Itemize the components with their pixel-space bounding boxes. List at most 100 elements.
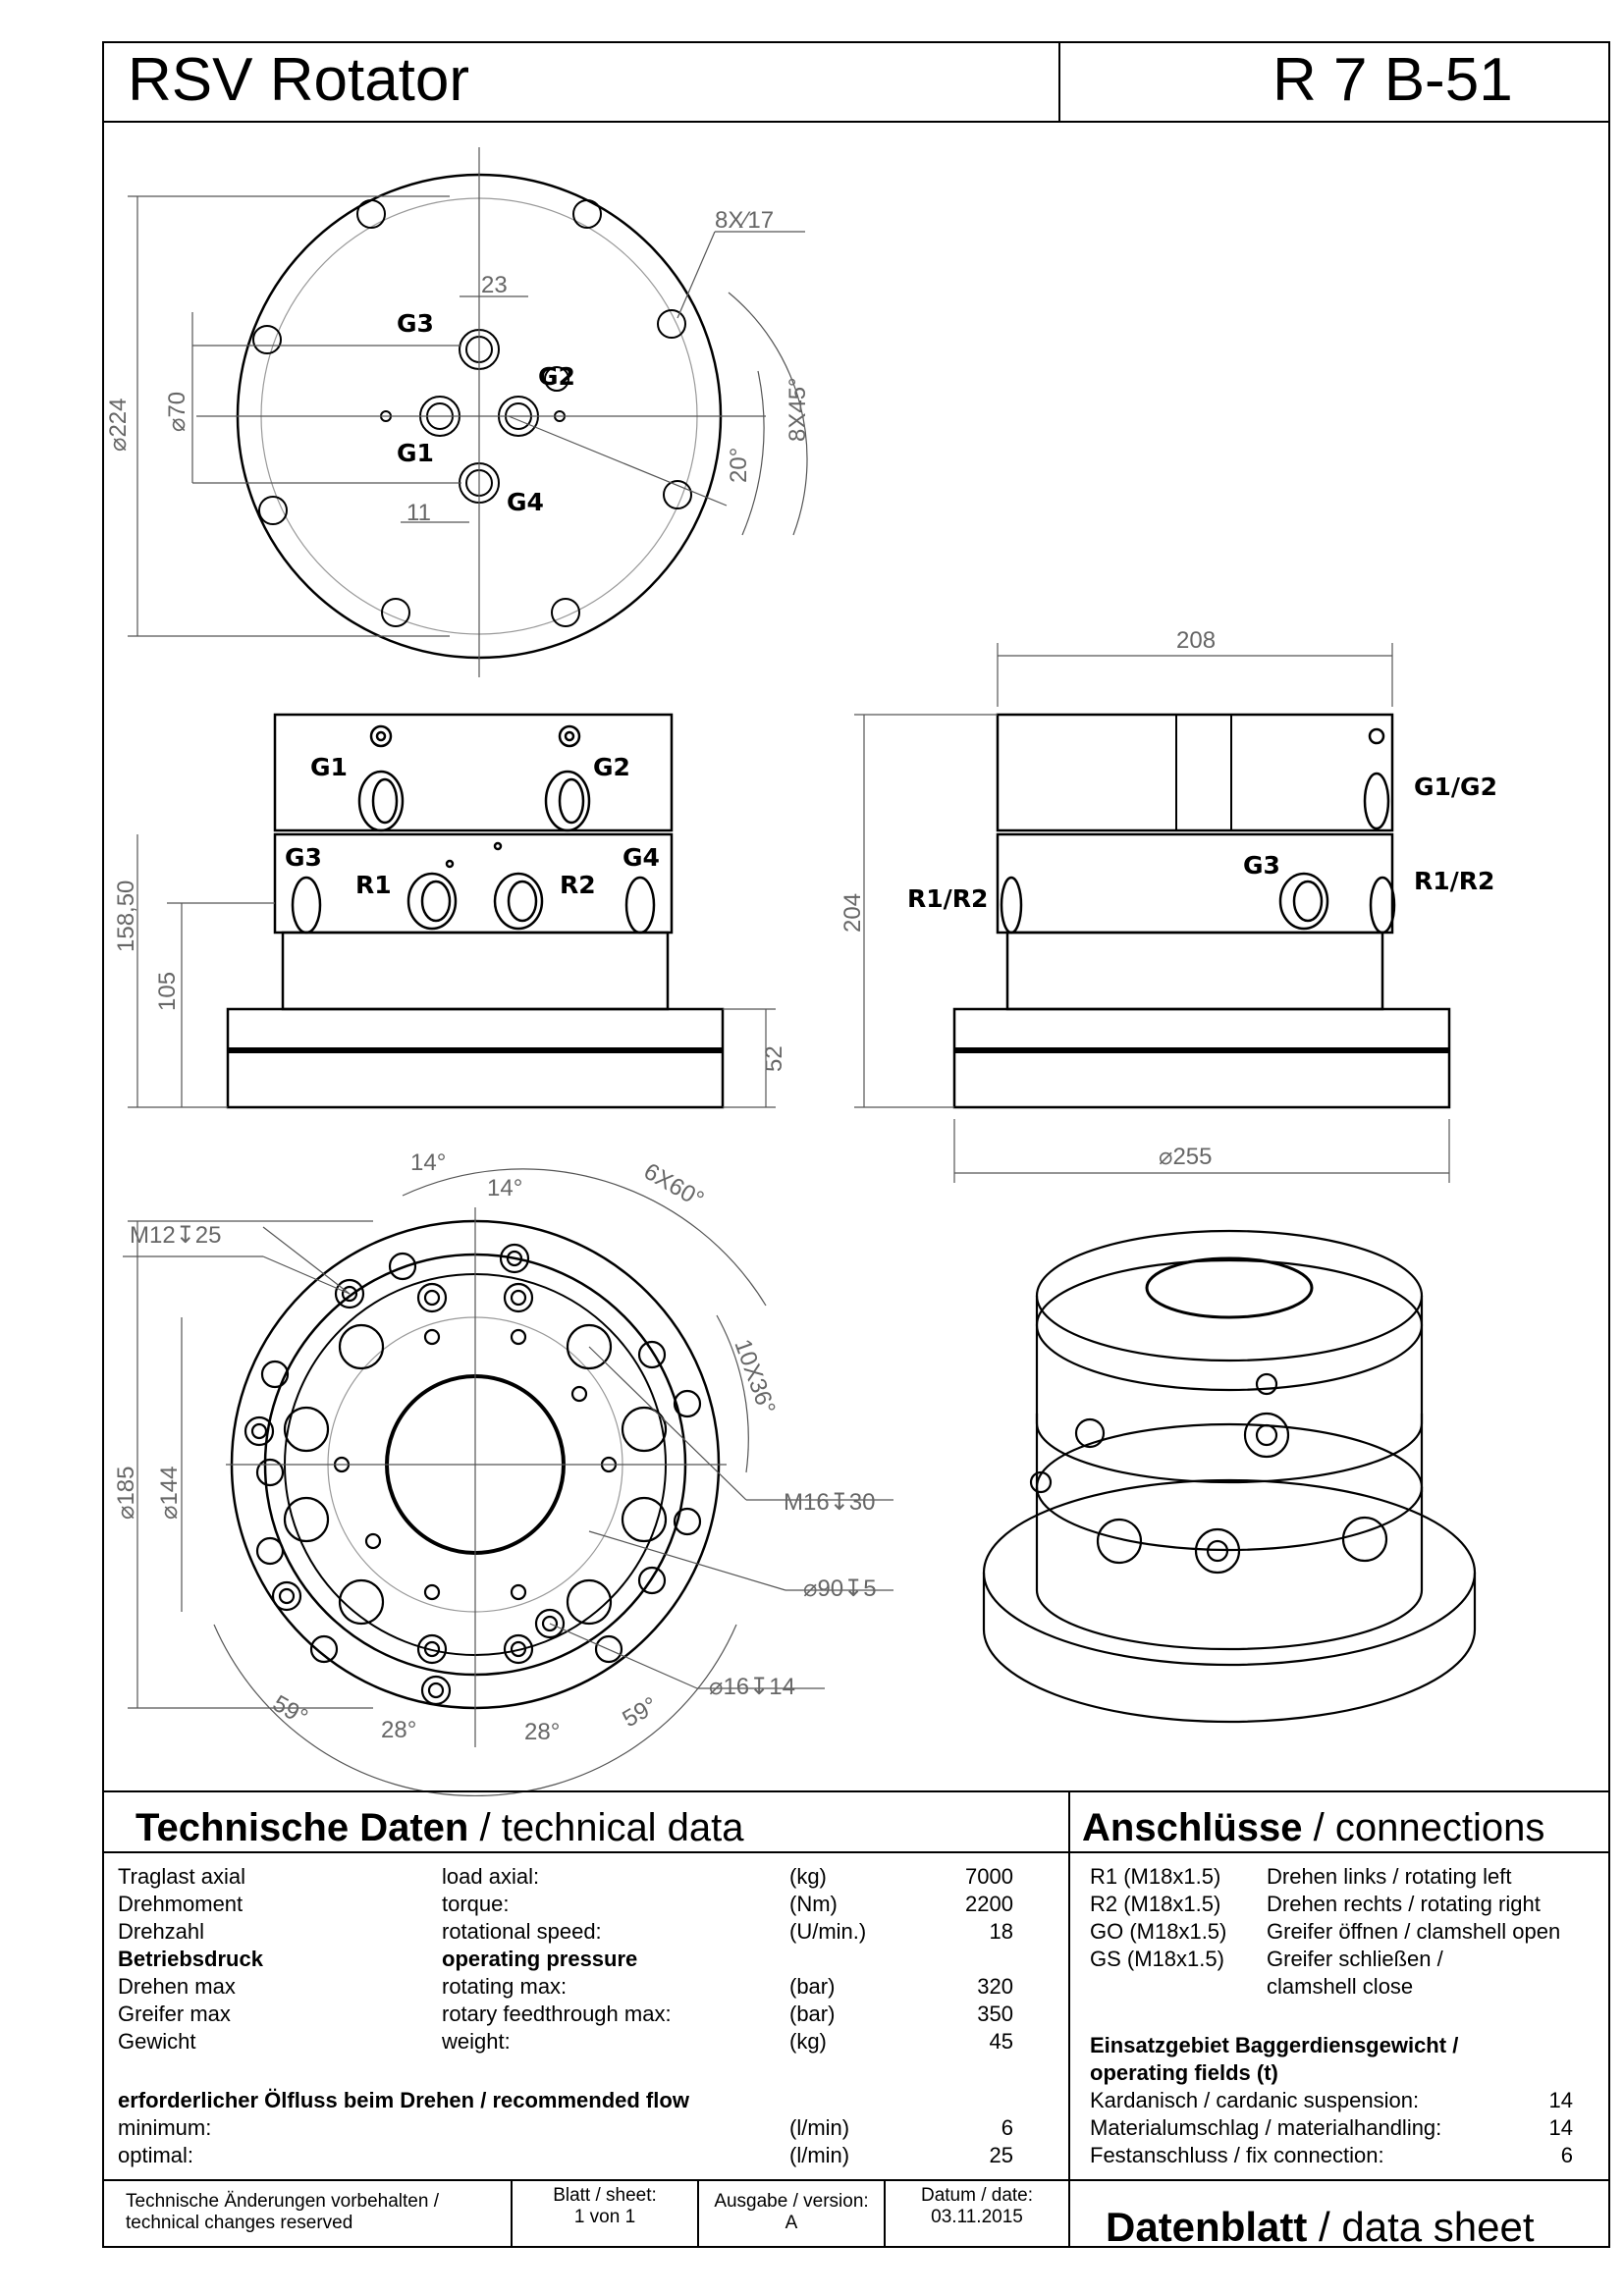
header-divider xyxy=(1058,41,1060,122)
dim-204-label: 204 xyxy=(839,893,866,933)
port-r1r2-side-left: R1/R2 xyxy=(907,884,988,913)
part-code: R 7 B-51 xyxy=(1272,46,1513,114)
conn-desc: Drehen links / rotating left xyxy=(1267,1864,1512,1889)
conn-port: GS (M18x1.5) xyxy=(1090,1947,1224,1971)
port-g3-top: G3 xyxy=(397,309,434,338)
port-r1-front: R1 xyxy=(355,871,392,899)
side-view xyxy=(854,643,1451,1183)
tech-de: Gewicht xyxy=(118,2029,196,2054)
tech-en: rotating max: xyxy=(442,1974,568,1999)
dim-28deg-b: 28° xyxy=(524,1719,560,1745)
technical-drawing: 8X∕17 ⌀224 ⌀70 23 11 20° 8X45° G3 G2 G1 … xyxy=(105,147,1497,1796)
dim-holes-label: 8X∕17 xyxy=(715,207,774,234)
tech-en: rotational speed: xyxy=(442,1919,602,1944)
tech-en: weight: xyxy=(442,2029,511,2054)
datasheet-label: Datenblatt / data sheet xyxy=(1106,2204,1535,2250)
dim-d255-label: ⌀255 xyxy=(1159,1144,1213,1170)
flow-heading: erforderlicher Ölfluss beim Drehen / rec… xyxy=(118,2088,689,2112)
dim-11-label: 11 xyxy=(406,500,431,526)
tech-unit: (Nm) xyxy=(789,1892,838,1916)
footer-rule xyxy=(102,2179,1610,2181)
dim-158-label: 158,50 xyxy=(113,881,139,952)
dim-23-label: 23 xyxy=(481,272,508,298)
dim-20deg-label: 20° xyxy=(726,448,752,483)
dim-d144-label: ⌀144 xyxy=(156,1467,183,1521)
conn-port: R1 (M18x1.5) xyxy=(1090,1864,1221,1889)
port-g2-top: G2 xyxy=(538,362,575,391)
tech-de: Drehen max xyxy=(118,1974,236,1999)
date-cell: Datum / date:03.11.2015 xyxy=(920,2185,1034,2227)
footer-divider-4 xyxy=(1068,2179,1070,2248)
sheet-cell: Blatt / sheet:1 von 1 xyxy=(553,2185,657,2227)
port-g3-side: G3 xyxy=(1243,851,1280,880)
dim-52-label: 52 xyxy=(761,1045,787,1072)
tech-unit: (U/min.) xyxy=(789,1919,867,1944)
bottom-view xyxy=(123,1168,893,1796)
tech-de: Drehzahl xyxy=(118,1919,205,1944)
field-val: 14 xyxy=(1548,2115,1573,2140)
flow-de: optimal: xyxy=(118,2143,194,2167)
front-view xyxy=(128,713,776,1109)
data-column-divider xyxy=(1068,1790,1070,2179)
tech-en: rotary feedthrough max: xyxy=(442,2002,672,2026)
dim-d90-label: ⌀90↧5 xyxy=(803,1575,877,1602)
tech-en: torque: xyxy=(442,1892,510,1916)
dim-d70-label: ⌀70 xyxy=(164,392,190,432)
tech-val: 350 xyxy=(977,2002,1013,2026)
dim-d185-label: ⌀185 xyxy=(113,1467,139,1521)
port-r2-front: R2 xyxy=(560,871,596,899)
dim-105-label: 105 xyxy=(154,972,181,1011)
tech-de: Traglast axial xyxy=(118,1864,246,1889)
dim-6x60-label: 6X60° xyxy=(639,1158,708,1213)
dim-59deg-a: 59° xyxy=(268,1690,312,1732)
tech-val: 2200 xyxy=(965,1892,1013,1916)
flow-val: 25 xyxy=(989,2143,1013,2167)
dim-59deg-b: 59° xyxy=(619,1692,663,1734)
conn-desc: clamshell close xyxy=(1267,1974,1414,1999)
port-r1r2-side-right: R1/R2 xyxy=(1414,867,1494,895)
dim-14deg-a: 14° xyxy=(410,1149,446,1176)
conn-desc: Drehen rechts / rotating right xyxy=(1267,1892,1541,1916)
field-val: 6 xyxy=(1560,2143,1573,2167)
field-label: Materialumschlag / materialhandling: xyxy=(1090,2115,1442,2140)
dim-d224-label: ⌀224 xyxy=(105,399,132,453)
tech-unit: (kg) xyxy=(789,1864,827,1889)
top-view xyxy=(128,147,808,677)
dim-8x45-label: 8X45° xyxy=(785,377,811,442)
drawing-frame xyxy=(102,41,1610,2248)
header-rule xyxy=(102,121,1610,123)
flow-unit: (l/min) xyxy=(789,2143,850,2167)
version-cell: Ausgabe / version:A xyxy=(714,2191,869,2233)
field-val: 14 xyxy=(1548,2088,1573,2112)
port-g1-top: G1 xyxy=(397,439,434,467)
port-g1g2-side: G1/G2 xyxy=(1414,773,1497,801)
port-g1-front: G1 xyxy=(310,753,348,781)
port-g4-front: G4 xyxy=(623,843,660,872)
data-head-rule xyxy=(102,1851,1610,1853)
changes-note: Technische Änderungen vorbehalten /techn… xyxy=(126,2191,440,2233)
port-g4-top: G4 xyxy=(507,488,544,516)
field-label: Kardanisch / cardanic suspension: xyxy=(1090,2088,1420,2112)
tech-unit: (kg) xyxy=(789,2029,827,2054)
connections-heading: Anschlüsse / connections xyxy=(1082,1806,1545,1849)
conn-port: R2 (M18x1.5) xyxy=(1090,1892,1221,1916)
tech-val: 320 xyxy=(977,1974,1013,1999)
field-label: Festanschluss / fix connection: xyxy=(1090,2143,1384,2167)
tech-en: operating pressure xyxy=(442,1947,638,1971)
tech-val: 45 xyxy=(989,2029,1013,2054)
data-section-rule xyxy=(102,1790,1610,1792)
tech-en: load axial: xyxy=(442,1864,540,1889)
tech-de: Drehmoment xyxy=(118,1892,244,1916)
isometric-view xyxy=(982,1229,1477,1724)
fields-heading-1: Einsatzgebiet Baggerdiensgewicht / xyxy=(1090,2033,1459,2057)
dim-m12-label: M12↧25 xyxy=(130,1222,222,1249)
tech-de: Greifer max xyxy=(118,2002,231,2026)
conn-desc: Greifer öffnen / clamshell open xyxy=(1267,1919,1561,1944)
dim-208-label: 208 xyxy=(1176,627,1216,654)
flow-de: minimum: xyxy=(118,2115,212,2140)
dim-d16-label: ⌀16↧14 xyxy=(709,1674,795,1700)
dim-14deg-b: 14° xyxy=(487,1175,522,1201)
port-g3-front: G3 xyxy=(285,843,322,872)
document-title: RSV Rotator xyxy=(128,46,470,114)
flow-val: 6 xyxy=(1001,2115,1013,2140)
